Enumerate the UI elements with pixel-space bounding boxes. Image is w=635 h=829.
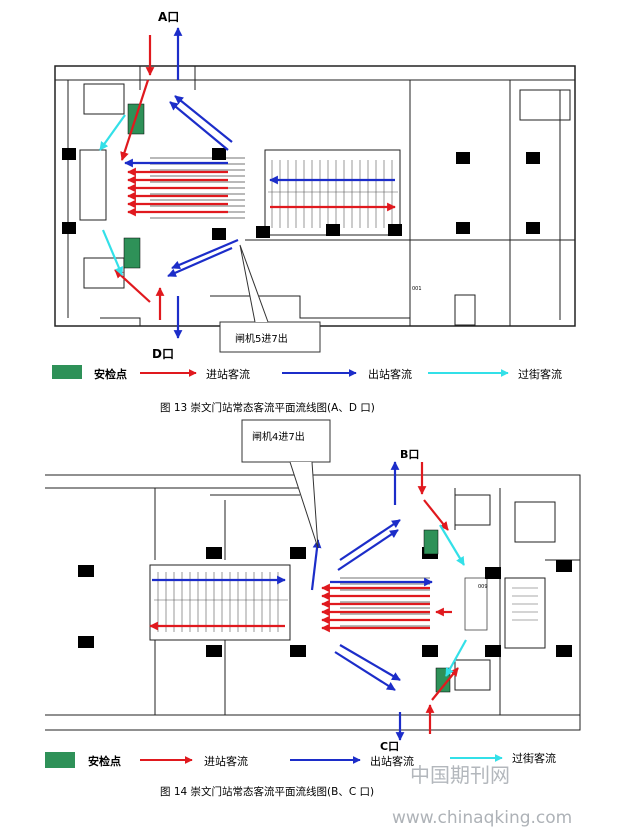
watermark-cn: 中国期刊网 — [410, 763, 510, 787]
fig13-crossing-flows — [99, 114, 126, 276]
fig14-legend-security-label: 安检点 — [88, 754, 121, 768]
fig14-callout-box — [241, 419, 331, 549]
fig13-legend-security-label: 安检点 — [94, 367, 127, 381]
fig14-legend-security-swatch — [45, 752, 75, 768]
fig14-legend-inbound-label: 进站客流 — [204, 754, 248, 768]
fig14-crossing-flows — [439, 524, 467, 677]
fig14-gatelines — [340, 577, 488, 631]
fig13-legend — [52, 365, 509, 379]
fig13-callout-text: 闸机5进7出 — [235, 332, 288, 345]
fig13-inbound-flows — [114, 35, 396, 320]
fig13-legend-security-swatch — [52, 365, 82, 379]
fig13-entrance-a-label: A口 — [158, 10, 179, 24]
fig13-legend-inbound-label: 进站客流 — [206, 367, 250, 381]
fig14-legend-outbound-label: 出站客流 — [370, 754, 414, 768]
fig13-legend-crossing-label: 过街客流 — [518, 367, 562, 381]
fig14-entrance-c-label: C口 — [380, 740, 399, 753]
fig13-callout-box — [219, 244, 321, 353]
fig14-mark-009: 009 — [478, 584, 488, 590]
fig14-callout-text: 闸机4进7出 — [252, 430, 305, 443]
fig14-outbound-flows — [152, 461, 433, 741]
fig13-legend-outbound-label: 出站客流 — [368, 367, 412, 381]
watermark-url: www.chinaqking.com — [392, 808, 572, 828]
fig14-inbound-flows — [149, 462, 459, 734]
fig13-mark-001: 001 — [412, 286, 422, 292]
text-labels: A口 D口 闸机5进7出 001 安检点 进站客流 出站客流 过街客流 图 13… — [88, 10, 572, 828]
fig13-columns — [62, 148, 540, 240]
fig14-caption: 图 14 崇文门站常态客流平面流线图(B、C 口) — [160, 785, 374, 798]
fig13-outbound-flows — [124, 27, 395, 339]
fig13-security-points — [123, 103, 145, 269]
fig13-entrance-d-label: D口 — [152, 347, 174, 361]
fig14-legend — [45, 752, 503, 768]
fig13-caption: 图 13 崇文门站常态客流平面流线图(A、D 口) — [160, 401, 375, 414]
fig14-legend-crossing-label: 过街客流 — [512, 751, 556, 765]
fig14-columns — [78, 547, 572, 657]
fig14-entrance-b-label: B口 — [400, 448, 419, 461]
fig13-security-point-d — [123, 237, 141, 269]
fig14-security-point-b — [423, 529, 439, 555]
fig13-staircase — [268, 160, 398, 228]
